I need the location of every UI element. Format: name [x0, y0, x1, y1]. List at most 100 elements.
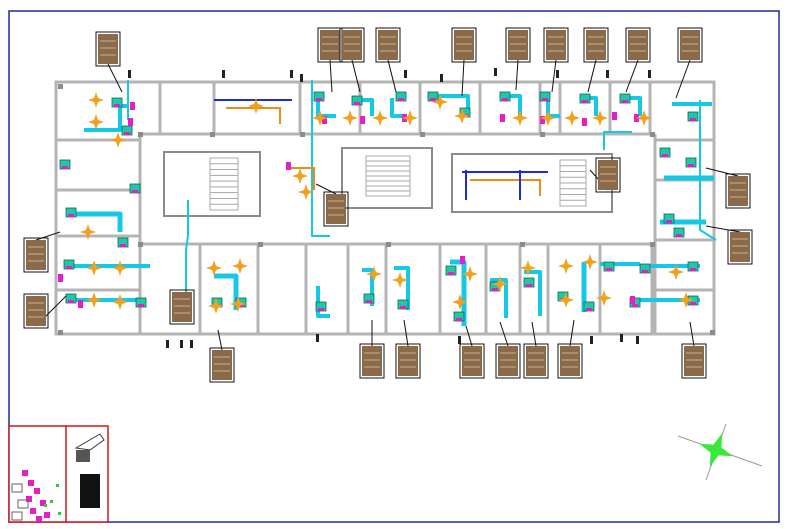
- valve-mark: [222, 70, 225, 78]
- equipment-tag: [598, 160, 618, 190]
- duct-main-north: [311, 80, 330, 237]
- tag-leader: [465, 325, 473, 347]
- unit-accent: [132, 190, 138, 193]
- diffuser-icon: [582, 254, 598, 270]
- unit-accent: [366, 300, 372, 303]
- equipment-tag: [320, 30, 340, 60]
- tag-leader: [705, 225, 741, 233]
- tag-leader: [689, 321, 695, 347]
- tag-frame: [727, 229, 753, 265]
- pipe-run: [226, 107, 281, 124]
- unit-accent: [492, 288, 498, 291]
- tag-frame: [209, 347, 235, 383]
- unit-accent: [124, 132, 130, 135]
- unit-accent: [398, 98, 404, 101]
- diffuser-icon: [88, 92, 104, 108]
- unit-accent: [690, 302, 696, 305]
- unit-accent: [66, 266, 72, 269]
- tag-layer: [23, 27, 753, 383]
- valve-mark: [636, 336, 639, 344]
- duct-branch: [316, 286, 330, 318]
- tag-leader: [569, 319, 575, 347]
- magenta-marker: [612, 112, 617, 120]
- tag-leader: [107, 63, 123, 93]
- duct-layer: [64, 80, 717, 326]
- unit-accent: [138, 304, 144, 307]
- key-plan-outline: [74, 433, 105, 451]
- duct-branch: [66, 211, 123, 232]
- diffuser-icon: [80, 224, 96, 240]
- diffuser-icon: [596, 290, 612, 306]
- wall-column: [138, 242, 143, 247]
- tag-frame: [681, 343, 707, 379]
- magenta-marker: [460, 256, 465, 264]
- unit-accent: [114, 104, 120, 107]
- diffuser-layer: [80, 92, 694, 314]
- diffuser-icon: [678, 292, 694, 308]
- magenta-marker: [582, 118, 587, 126]
- tag-frame: [339, 27, 365, 63]
- tag-frame: [725, 173, 751, 209]
- diffuser-icon: [292, 168, 308, 184]
- duct-riser-west: [185, 200, 189, 320]
- tag-leader: [329, 59, 333, 93]
- tag-leader: [351, 59, 361, 93]
- tag-frame: [583, 27, 609, 63]
- equipment-tag: [26, 240, 46, 270]
- diffuser-icon: [392, 272, 408, 288]
- tag-frame: [169, 289, 195, 325]
- equipment-tag: [628, 30, 648, 60]
- legend-marker: [44, 504, 47, 507]
- unit-accent: [622, 100, 628, 103]
- unit-accent: [586, 308, 592, 311]
- unit-accent: [456, 318, 462, 321]
- tag-leader: [625, 59, 639, 93]
- legend-marker: [56, 484, 59, 487]
- duct-branch: [490, 278, 508, 318]
- sheet-frame: [8, 10, 780, 523]
- wall-column: [58, 84, 63, 89]
- legend-marker: [36, 516, 42, 522]
- unit-accent: [690, 268, 696, 271]
- diffuser-icon: [372, 110, 388, 126]
- magenta-marker: [360, 116, 365, 124]
- magenta-marker: [130, 102, 135, 110]
- valve-mark: [458, 336, 461, 344]
- magenta-marker: [500, 114, 505, 122]
- title-block: [8, 425, 109, 523]
- legend-box: [11, 483, 23, 493]
- diffuser-icon: [312, 110, 328, 126]
- stair-icon: [209, 157, 239, 211]
- duct-branch: [394, 266, 410, 310]
- wall-column: [520, 242, 525, 247]
- key-plan-block: [76, 450, 90, 462]
- equipment-tag: [454, 30, 474, 60]
- equipment-tag: [526, 346, 546, 376]
- diffuser-icon: [462, 266, 478, 282]
- diffuser-icon: [248, 98, 264, 114]
- diffuser-icon: [206, 260, 222, 276]
- unit-accent: [120, 244, 126, 247]
- tag-leader: [705, 167, 739, 177]
- unit-accent: [68, 300, 74, 303]
- diffuser-icon: [452, 294, 468, 310]
- wall-layer: [54, 80, 716, 336]
- key-plan-highlight: [80, 474, 100, 508]
- unit-accent: [400, 306, 406, 309]
- legend-marker: [28, 480, 34, 486]
- valve-mark: [620, 334, 623, 342]
- unit-accent: [68, 214, 74, 217]
- tag-frame: [459, 343, 485, 379]
- wall-column: [138, 132, 143, 137]
- legend-marker: [44, 512, 50, 518]
- tag-frame: [395, 343, 421, 379]
- tag-frame: [23, 237, 49, 273]
- equipment-tag: [98, 34, 118, 64]
- diffuser-icon: [86, 260, 102, 276]
- tag-frame: [543, 27, 569, 63]
- diffuser-icon: [636, 110, 652, 126]
- valve-mark: [300, 74, 303, 82]
- tag-frame: [505, 27, 531, 63]
- wall-column: [540, 132, 545, 137]
